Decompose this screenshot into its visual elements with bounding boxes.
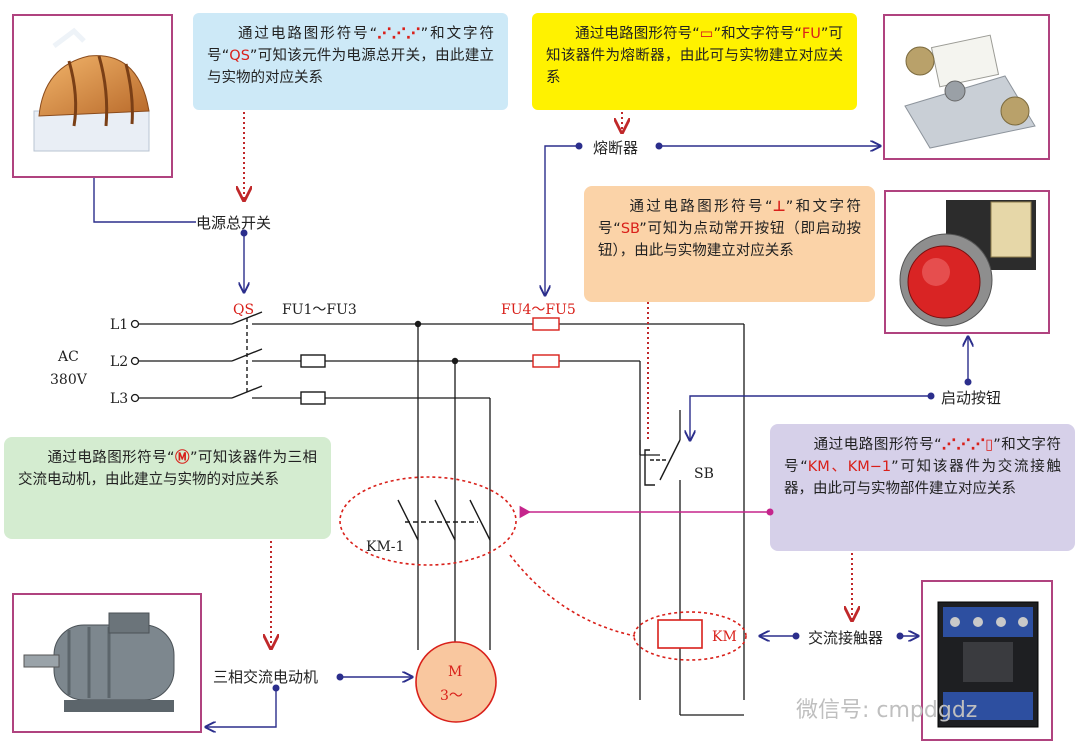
label-sb: SB xyxy=(694,466,714,482)
motor-photo xyxy=(12,593,202,733)
label-km: KM xyxy=(712,629,737,645)
label-qs: QS xyxy=(233,302,254,318)
sb-button xyxy=(644,439,681,486)
label-start-button: 启动按钮 xyxy=(941,389,1002,407)
watermark: 微信号: cmpdgdz xyxy=(796,698,978,723)
label-l3: L3 xyxy=(110,391,128,407)
note-contactor: 通过电路图形符号“⋰⋰⋰▯”和文字符号“KM、KM−1”可知该器件为交流接触器，… xyxy=(770,424,1075,551)
start-button-photo xyxy=(884,190,1050,334)
qs-switch xyxy=(231,311,263,399)
note-fuse: 通过电路图形符号“▭”和文字符号“FU”可知该器件为熔断器，由此可与实物建立对应… xyxy=(532,13,857,110)
blue-dots xyxy=(240,142,972,692)
terminals xyxy=(130,319,140,403)
fuses-fu1-fu3 xyxy=(300,354,326,405)
note-power-switch: 通过电路图形符号“⋰⋰⋰”和文字符号“QS”可知该元件为电源总开关，由此建立与实… xyxy=(193,13,508,110)
fuse-symbol-icon: ▭ xyxy=(699,26,714,42)
switch-symbol-icon: ⋰⋰⋰ xyxy=(377,26,421,42)
contactor-symbol-icon: ⋰⋰⋰▯ xyxy=(941,437,994,453)
km-coil xyxy=(657,619,703,649)
junction-dots xyxy=(414,320,459,365)
label-power-switch: 电源总开关 xyxy=(196,214,272,232)
label-l2: L2 xyxy=(110,354,128,370)
motor-symbol-icon: Ⓜ xyxy=(174,450,190,466)
km-link xyxy=(509,554,636,637)
fuses-fu4-fu5 xyxy=(532,317,560,368)
label-contactor: 交流接触器 xyxy=(808,629,884,647)
note-start-button: 通过电路图形符号“⊥”和文字符号“SB”可知为点动常开按钮（即启动按钮），由此与… xyxy=(584,186,875,302)
km-highlight xyxy=(633,611,747,661)
label-voltage: 380V xyxy=(50,372,88,388)
button-symbol-icon: ⊥ xyxy=(772,199,786,215)
motor-phase-text: 3～ xyxy=(440,688,463,704)
label-km1: KM-1 xyxy=(366,539,404,555)
km1-contacts xyxy=(397,499,491,541)
label-fu1-fu3: FU1～FU3 xyxy=(282,302,357,318)
blue-connectors xyxy=(93,146,968,727)
motor-symbol xyxy=(415,641,497,723)
label-fu4-fu5: FU4～FU5 xyxy=(501,302,576,318)
label-ac: AC xyxy=(57,349,79,365)
label-fuse: 熔断器 xyxy=(593,139,639,157)
label-motor: 三相交流电动机 xyxy=(213,668,319,686)
note-motor: 通过电路图形符号“Ⓜ”可知该器件为三相交流电动机，由此建立与实物的对应关系 xyxy=(4,437,331,539)
red-dotted-arrows xyxy=(244,112,852,648)
label-l1: L1 xyxy=(110,317,128,333)
contactor-photo xyxy=(921,580,1053,741)
power-switch-photo xyxy=(12,14,173,178)
km1-highlight xyxy=(339,476,517,566)
motor-m-text: M xyxy=(448,664,462,680)
fuse-photo xyxy=(883,14,1050,160)
